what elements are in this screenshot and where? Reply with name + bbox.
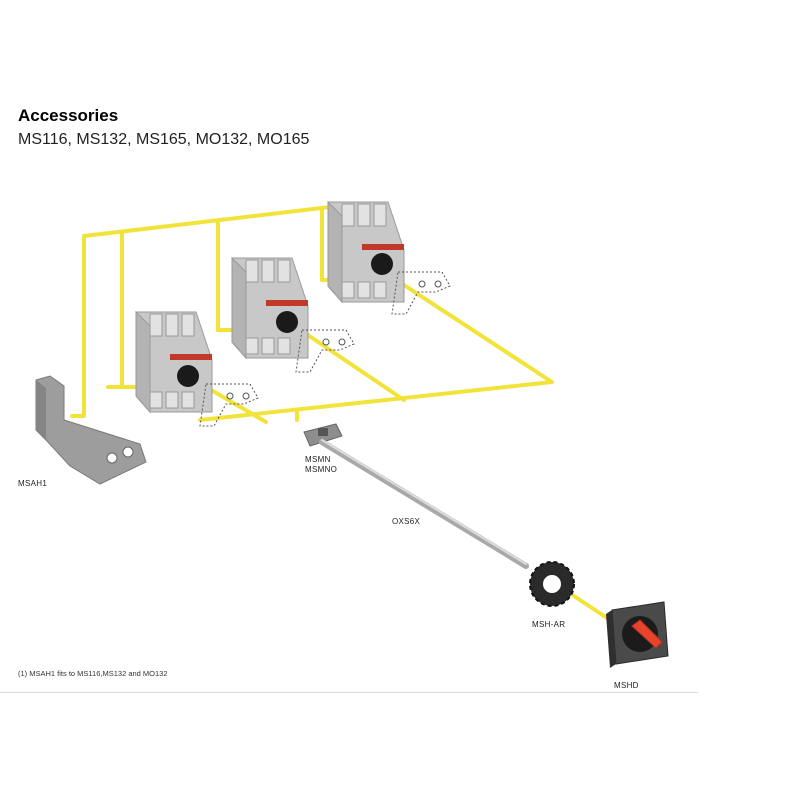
rotary-knob-icon: [177, 365, 199, 387]
label-msah1: MSAH1: [18, 479, 48, 488]
msah1-bracket-icon: [35, 375, 147, 485]
label-msmno: MSMNO: [305, 465, 338, 474]
msmn-mechanism-icon: [303, 423, 343, 447]
oxs6x-shaft-icon: [319, 439, 529, 569]
label-msh-ar: MSH-AR: [532, 620, 566, 629]
mshd-handle-icon: [606, 601, 669, 668]
label-msmn: MSMN: [305, 455, 331, 464]
motor-starter-middle: [231, 256, 355, 373]
divider: [0, 692, 698, 693]
motor-starter-back: [327, 200, 451, 315]
rotary-knob-icon: [276, 311, 298, 333]
msh-ar-adapter-icon: [529, 561, 575, 607]
motor-starter-front: [135, 310, 259, 427]
page-subtitle: MS116, MS132, MS165, MO132, MO165: [18, 131, 310, 148]
page-title: Accessories: [18, 106, 119, 125]
label-oxs6x: OXS6X: [392, 517, 421, 526]
rotary-knob-icon: [371, 253, 393, 275]
footnote: (1) MSAH1 fits to MS116,MS132 and MO132: [18, 669, 168, 678]
label-mshd: MSHD: [614, 681, 639, 690]
